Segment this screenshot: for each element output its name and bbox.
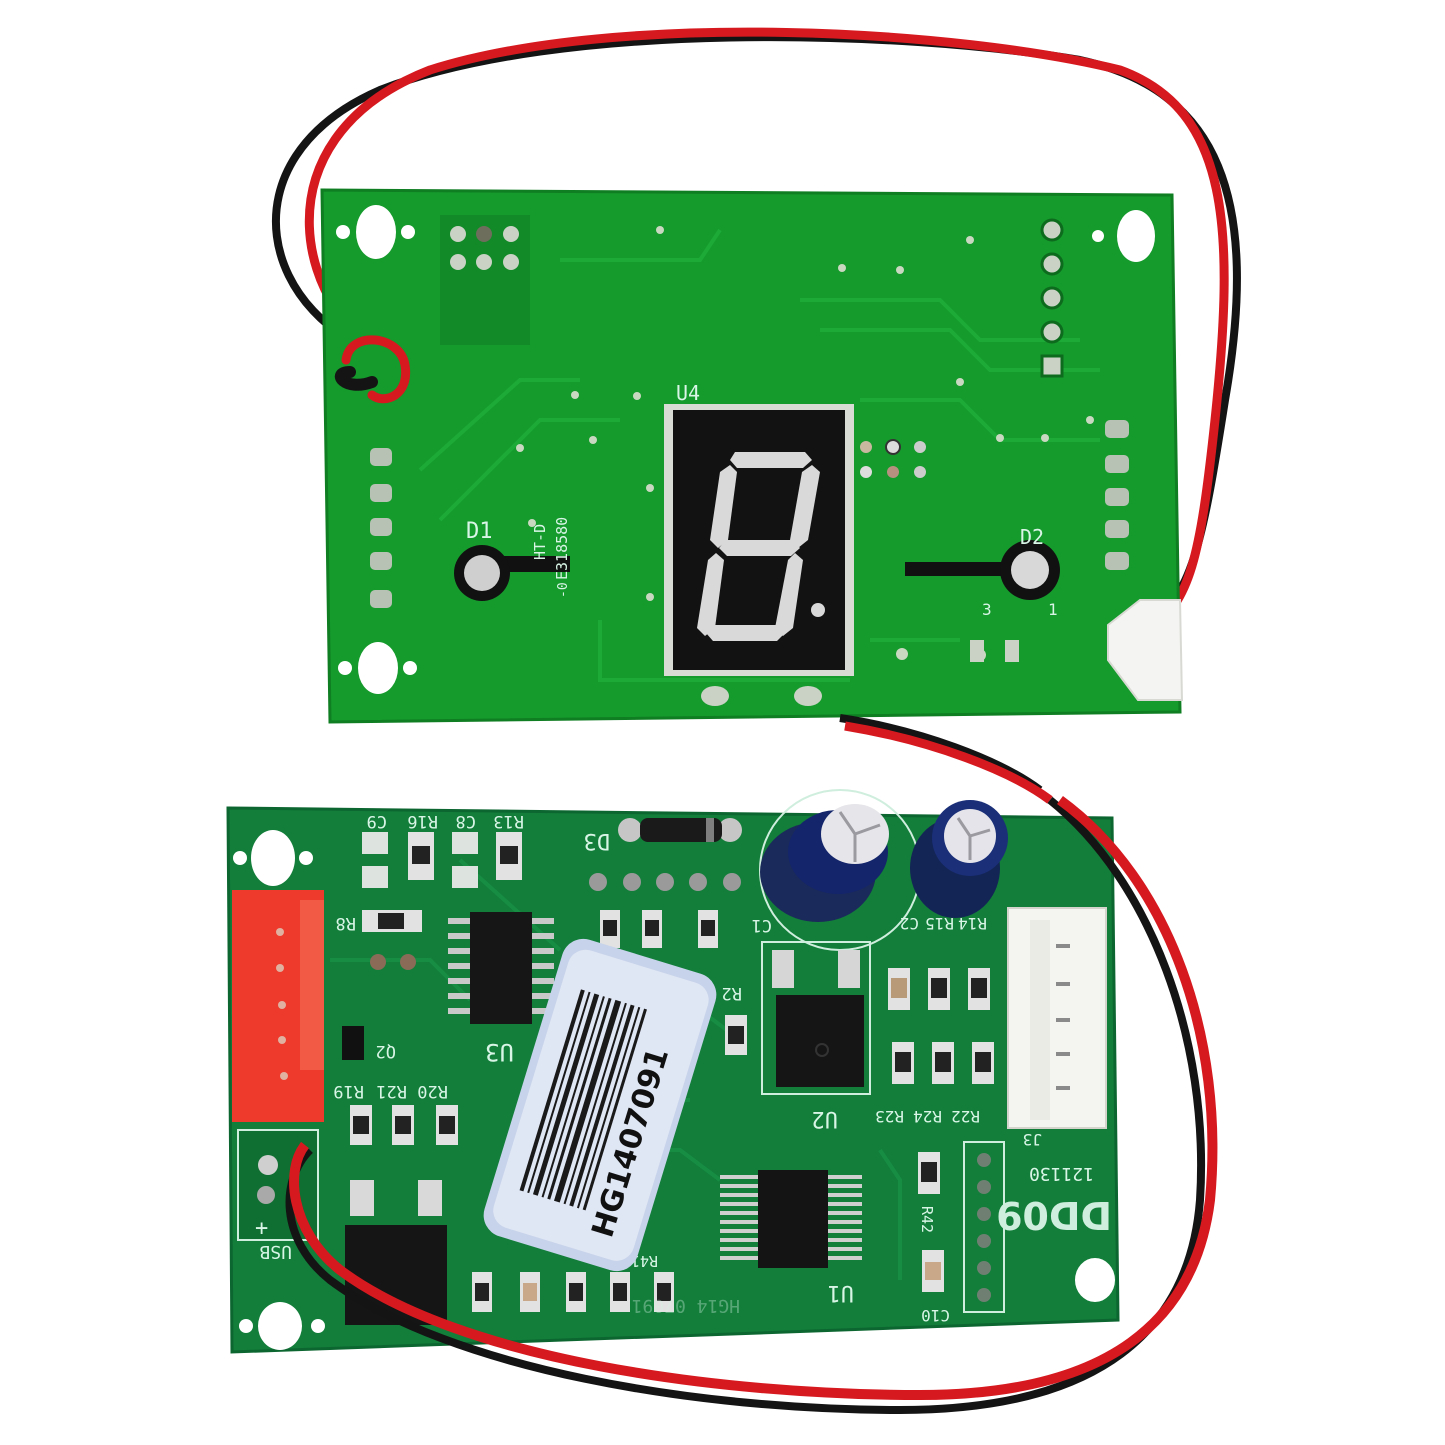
capacitor-c10: C10 <box>921 1250 950 1325</box>
pin-1-label: 1 <box>1048 600 1058 619</box>
bottom-pcb-board: C9 R16 C8 R13 R8 U3 Q2 R19 <box>226 789 1120 1354</box>
r41-label: R41 <box>631 1252 658 1270</box>
smd-under-d3 <box>600 910 718 948</box>
cert-mark: -0 <box>556 582 571 598</box>
r21-label: R21 <box>376 1081 407 1101</box>
r14-label: R14 <box>958 914 987 933</box>
c10-label: C10 <box>921 1306 950 1325</box>
cert-number: E318580 <box>553 517 571 580</box>
white-5pin-connector-j3: J3 <box>1007 907 1107 1149</box>
resistor-r2: R2 <box>722 983 747 1055</box>
u1-label: U1 <box>828 1280 855 1305</box>
capacitor-c1: C1 <box>752 789 921 951</box>
mounting-hole <box>233 830 313 886</box>
plus-label: + <box>255 1216 268 1241</box>
resistor-r8: R8 <box>336 910 422 970</box>
top-pcb-board: D1 D2 3 1 HT-D E318580 -0 U4 <box>0 0 1184 724</box>
r42-label: R42 <box>918 1206 936 1233</box>
smd-components-top-row: C9 R16 C8 R13 <box>362 811 524 888</box>
u4-label: U4 <box>676 381 700 405</box>
d2-label: D2 <box>1020 525 1044 549</box>
u2-label: U2 <box>812 1106 839 1131</box>
seven-segment-display: U4 8 <box>0 0 854 676</box>
r13-label: R13 <box>493 811 524 831</box>
ul-mark-text: HT-D <box>531 524 549 560</box>
c9-label: C9 <box>367 811 387 831</box>
led-d2: D2 3 1 <box>905 525 1060 619</box>
c2-label: C2 <box>900 914 919 933</box>
resistor-r42: R42 <box>918 1152 940 1233</box>
j3-label: J3 <box>1023 1130 1042 1149</box>
transistor-q2: Q2 <box>342 1026 396 1061</box>
resistors-r19-r21-r20: R19 R21 R20 <box>333 1081 458 1145</box>
regulator-u2: U2 <box>761 941 871 1131</box>
smd-grid-right: R23 R24 R22 <box>875 968 994 1126</box>
model-label: DD09 <box>996 1193 1112 1237</box>
top-wire-loop <box>271 27 1241 634</box>
led-d1: D1 <box>454 519 570 601</box>
c8-label: C8 <box>456 811 476 831</box>
r15-label: R15 <box>925 914 954 933</box>
barcode-sticker: HG1407091 <box>483 938 717 1272</box>
r2-label: R2 <box>722 983 742 1003</box>
barcode <box>519 989 647 1211</box>
d3-label: D3 <box>584 828 611 853</box>
pin-header <box>963 1141 1005 1313</box>
smd-bottom-row: R41 <box>472 1252 674 1312</box>
r20-label: R20 <box>417 1081 448 1101</box>
q2-label: Q2 <box>376 1041 396 1061</box>
usb-label: USB <box>259 1241 292 1262</box>
dpak-regulator-left <box>345 1180 447 1325</box>
mounting-hole <box>239 1302 325 1350</box>
diode-d3: D3 <box>584 818 742 853</box>
r16-label: R16 <box>407 811 438 831</box>
c1-label: C1 <box>752 915 772 935</box>
bottom-wire-loop <box>285 795 1218 1415</box>
board-model-marking: DD09 121130 <box>996 1163 1112 1237</box>
digit-segments <box>697 452 825 641</box>
red-5pin-connector <box>232 890 324 1122</box>
ic-u1: U1 <box>720 1170 862 1305</box>
white-2pin-connector <box>1107 599 1184 701</box>
labels-r14-r15-c2: R14 R15 C2 <box>900 914 987 933</box>
pin-3-label: 3 <box>982 600 992 619</box>
ic-u3: U3 <box>448 912 554 1066</box>
solder-joints-row <box>589 873 741 891</box>
r8-label: R8 <box>336 913 356 933</box>
r19-label: R19 <box>333 1081 364 1101</box>
silk-serial: HG14 07091 <box>632 1295 740 1316</box>
mounting-hole <box>1092 210 1155 262</box>
inter-board-wires <box>839 714 1053 804</box>
r24-label: R24 <box>913 1107 942 1126</box>
mounting-hole <box>336 205 415 259</box>
mounting-hole <box>1075 1258 1115 1302</box>
u3-label: U3 <box>485 1038 514 1066</box>
d1-label: D1 <box>466 519 493 544</box>
capacitor-c2 <box>910 800 1008 918</box>
mounting-hole <box>338 642 417 694</box>
r23-label: R23 <box>875 1107 904 1126</box>
display-digit-value: 8 <box>0 0 1 1</box>
wire-solder-loop <box>334 335 411 404</box>
r22-label: R22 <box>951 1107 980 1126</box>
date-code: 121130 <box>1029 1163 1094 1184</box>
